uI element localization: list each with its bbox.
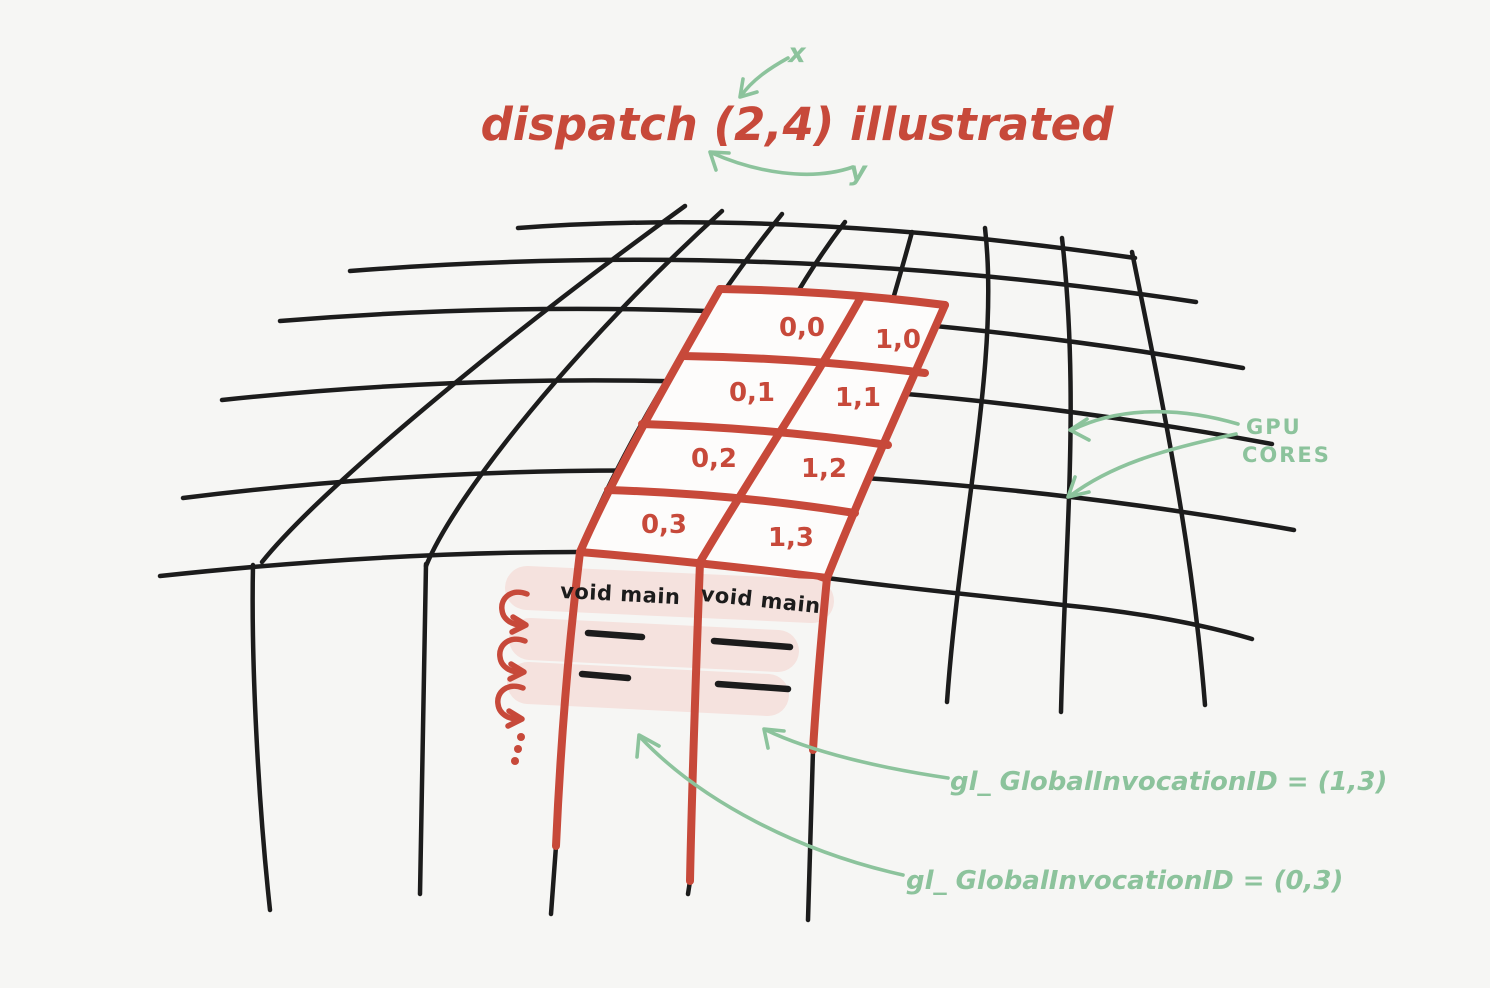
- invocation-annotation-right: gl_ GlobalInvocationID = (1,3): [762, 727, 1387, 797]
- invocation-right-label: gl_ GlobalInvocationID = (1,3): [950, 767, 1387, 797]
- ellipsis-dots: [511, 733, 525, 765]
- code-line: [584, 629, 646, 641]
- cell-label-0-1: 0,1: [729, 378, 775, 408]
- cell-label-1-0: 1,0: [875, 325, 921, 355]
- code-line: [714, 680, 792, 693]
- gpu-cores-label-line2: CORES: [1242, 443, 1331, 467]
- cell-label-0-3: 0,3: [641, 510, 687, 540]
- dispatch-block: 0,0 1,0 0,1 1,1 0,2 1,2 0,3 1,3: [576, 285, 949, 582]
- y-axis-arrow: [708, 150, 855, 177]
- x-axis-arrow: [738, 56, 790, 99]
- cell-label-0-0: 0,0: [779, 313, 825, 343]
- cell-label-1-1: 1,1: [835, 383, 881, 413]
- y-axis-label: y: [849, 156, 868, 187]
- gpu-cores-annotation: GPU CORES: [1066, 409, 1331, 499]
- invocation-left-arrow: [635, 733, 905, 877]
- cell-labels: 0,0 1,0 0,1 1,1 0,2 1,2 0,3 1,3: [641, 313, 921, 553]
- gpu-cores-arrow-lower: [1066, 432, 1238, 499]
- x-axis-label: x: [786, 38, 807, 69]
- loop-arrows: [498, 592, 527, 765]
- gpu-cores-arrow-upper: [1068, 409, 1240, 442]
- cell-label-0-2: 0,2: [691, 444, 737, 474]
- code-line: [578, 670, 632, 682]
- invocation-right-arrow: [762, 727, 950, 780]
- y-axis-annotation: y: [708, 150, 868, 187]
- x-axis-annotation: x: [738, 38, 807, 99]
- cell-label-1-2: 1,2: [801, 454, 847, 484]
- cell-label-1-3: 1,3: [768, 523, 814, 553]
- invocation-left-label: gl_ GlobalInvocationID = (0,3): [906, 866, 1343, 896]
- invocation-annotation-left: gl_ GlobalInvocationID = (0,3): [635, 733, 1343, 896]
- front-face-lines: [250, 561, 429, 913]
- thread-column-0: void main: [560, 579, 681, 682]
- page-title: dispatch (2,4) illustrated: [481, 98, 1115, 151]
- gpu-cores-label-line1: GPU: [1246, 415, 1302, 439]
- code-line: [710, 637, 794, 651]
